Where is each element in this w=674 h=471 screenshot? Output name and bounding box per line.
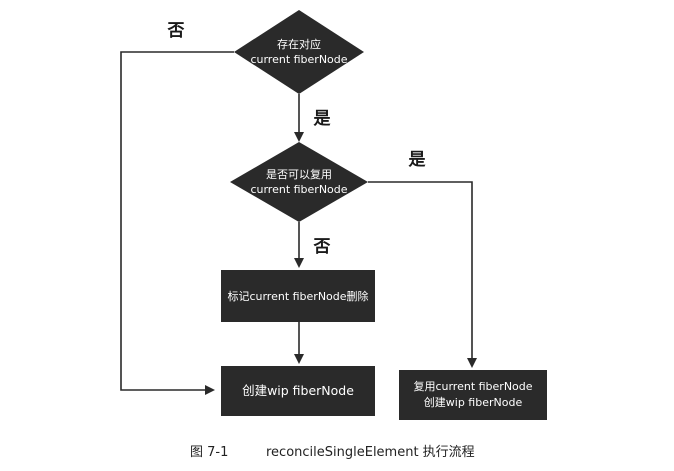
decision-exists-node: 存在对应 current fiberNode [234, 10, 364, 94]
process-create-wip-label: 创建wip fiberNode [242, 383, 354, 398]
process-reuse-create-line1: 复用current fiberNode [413, 379, 532, 393]
process-create-wip-node: 创建wip fiberNode [221, 366, 375, 416]
decision-reuse-line2: current fiberNode [250, 183, 347, 196]
edge-label-reuse-no: 否 [313, 237, 331, 257]
edge-label-exists-yes: 是 [314, 109, 331, 129]
process-reuse-create-line2: 创建wip fiberNode [424, 395, 523, 409]
connectors [120, 51, 477, 395]
caption-figure-number: 图 7-1 [190, 445, 228, 460]
figure-caption: 图 7-1 reconcileSingleElement 执行流程 [190, 445, 475, 460]
process-mark-delete-label: 标记current fiberNode删除 [227, 289, 368, 303]
edge-label-reuse-yes: 是 [409, 150, 426, 170]
edge-label-exists-no: 否 [167, 21, 185, 41]
process-mark-delete-box [221, 270, 375, 322]
decision-reuse-diamond [230, 142, 368, 222]
process-reuse-create-node: 复用current fiberNode 创建wip fiberNode [399, 370, 547, 420]
process-create-wip-box [221, 366, 375, 416]
edge-reuse-yes [368, 181, 477, 368]
decision-exists-line2: current fiberNode [250, 53, 347, 66]
process-mark-delete-node: 标记current fiberNode删除 [221, 270, 375, 322]
caption-text: reconcileSingleElement 执行流程 [266, 445, 475, 460]
decision-reuse-line1: 是否可以复用 [266, 167, 332, 181]
decision-exists-line1: 存在对应 [277, 37, 321, 51]
edge-exists-no [120, 51, 234, 395]
decision-exists-diamond [234, 10, 364, 94]
process-reuse-create-box [399, 370, 547, 420]
decision-reuse-node: 是否可以复用 current fiberNode [230, 142, 368, 222]
